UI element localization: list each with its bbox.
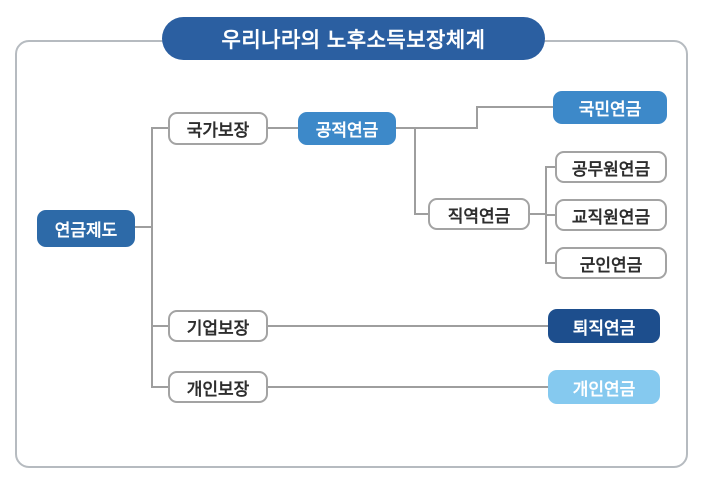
node-civil-servant-pension: 공무원연금	[555, 151, 667, 183]
connector-corporate-to-retirement	[268, 325, 548, 327]
connector-teacher-stub	[545, 214, 555, 216]
diagram-title: 우리나라의 노후소득보장체계	[162, 17, 545, 60]
node-teacher-pension: 교직원연금	[555, 199, 667, 231]
node-state-guarantee: 국가보장	[168, 112, 268, 145]
connector-military-stub	[545, 262, 555, 264]
node-personal-pension: 개인연금	[548, 370, 660, 404]
node-personal-guarantee: 개인보장	[168, 371, 268, 403]
connector-to-occupational	[414, 213, 428, 215]
connector-personal-stub	[151, 386, 168, 388]
connector-occupational-right	[530, 213, 546, 215]
connector-state-stub	[151, 127, 168, 129]
node-pension-system: 연금제도	[37, 210, 135, 247]
node-military-pension: 군인연금	[555, 247, 667, 279]
node-corporate-guarantee: 기업보장	[168, 310, 268, 342]
node-occupational-pension: 직역연금	[428, 198, 530, 230]
connector-civil-servant-stub	[545, 166, 555, 168]
connector-personal-to-pension	[268, 386, 548, 388]
node-public-pension: 공적연금	[298, 112, 396, 145]
connector-state-to-public	[268, 127, 298, 129]
connector-to-national	[476, 106, 553, 108]
node-national-pension: 국민연금	[553, 91, 667, 124]
node-retirement-pension: 퇴직연금	[548, 309, 660, 343]
connector-public-right	[396, 127, 477, 129]
connector-trunk-vertical	[151, 127, 153, 388]
connector-root-horizontal	[135, 226, 152, 228]
connector-national-riser	[476, 106, 478, 129]
connector-corporate-stub	[151, 325, 168, 327]
connector-occupational-drop	[414, 127, 416, 215]
